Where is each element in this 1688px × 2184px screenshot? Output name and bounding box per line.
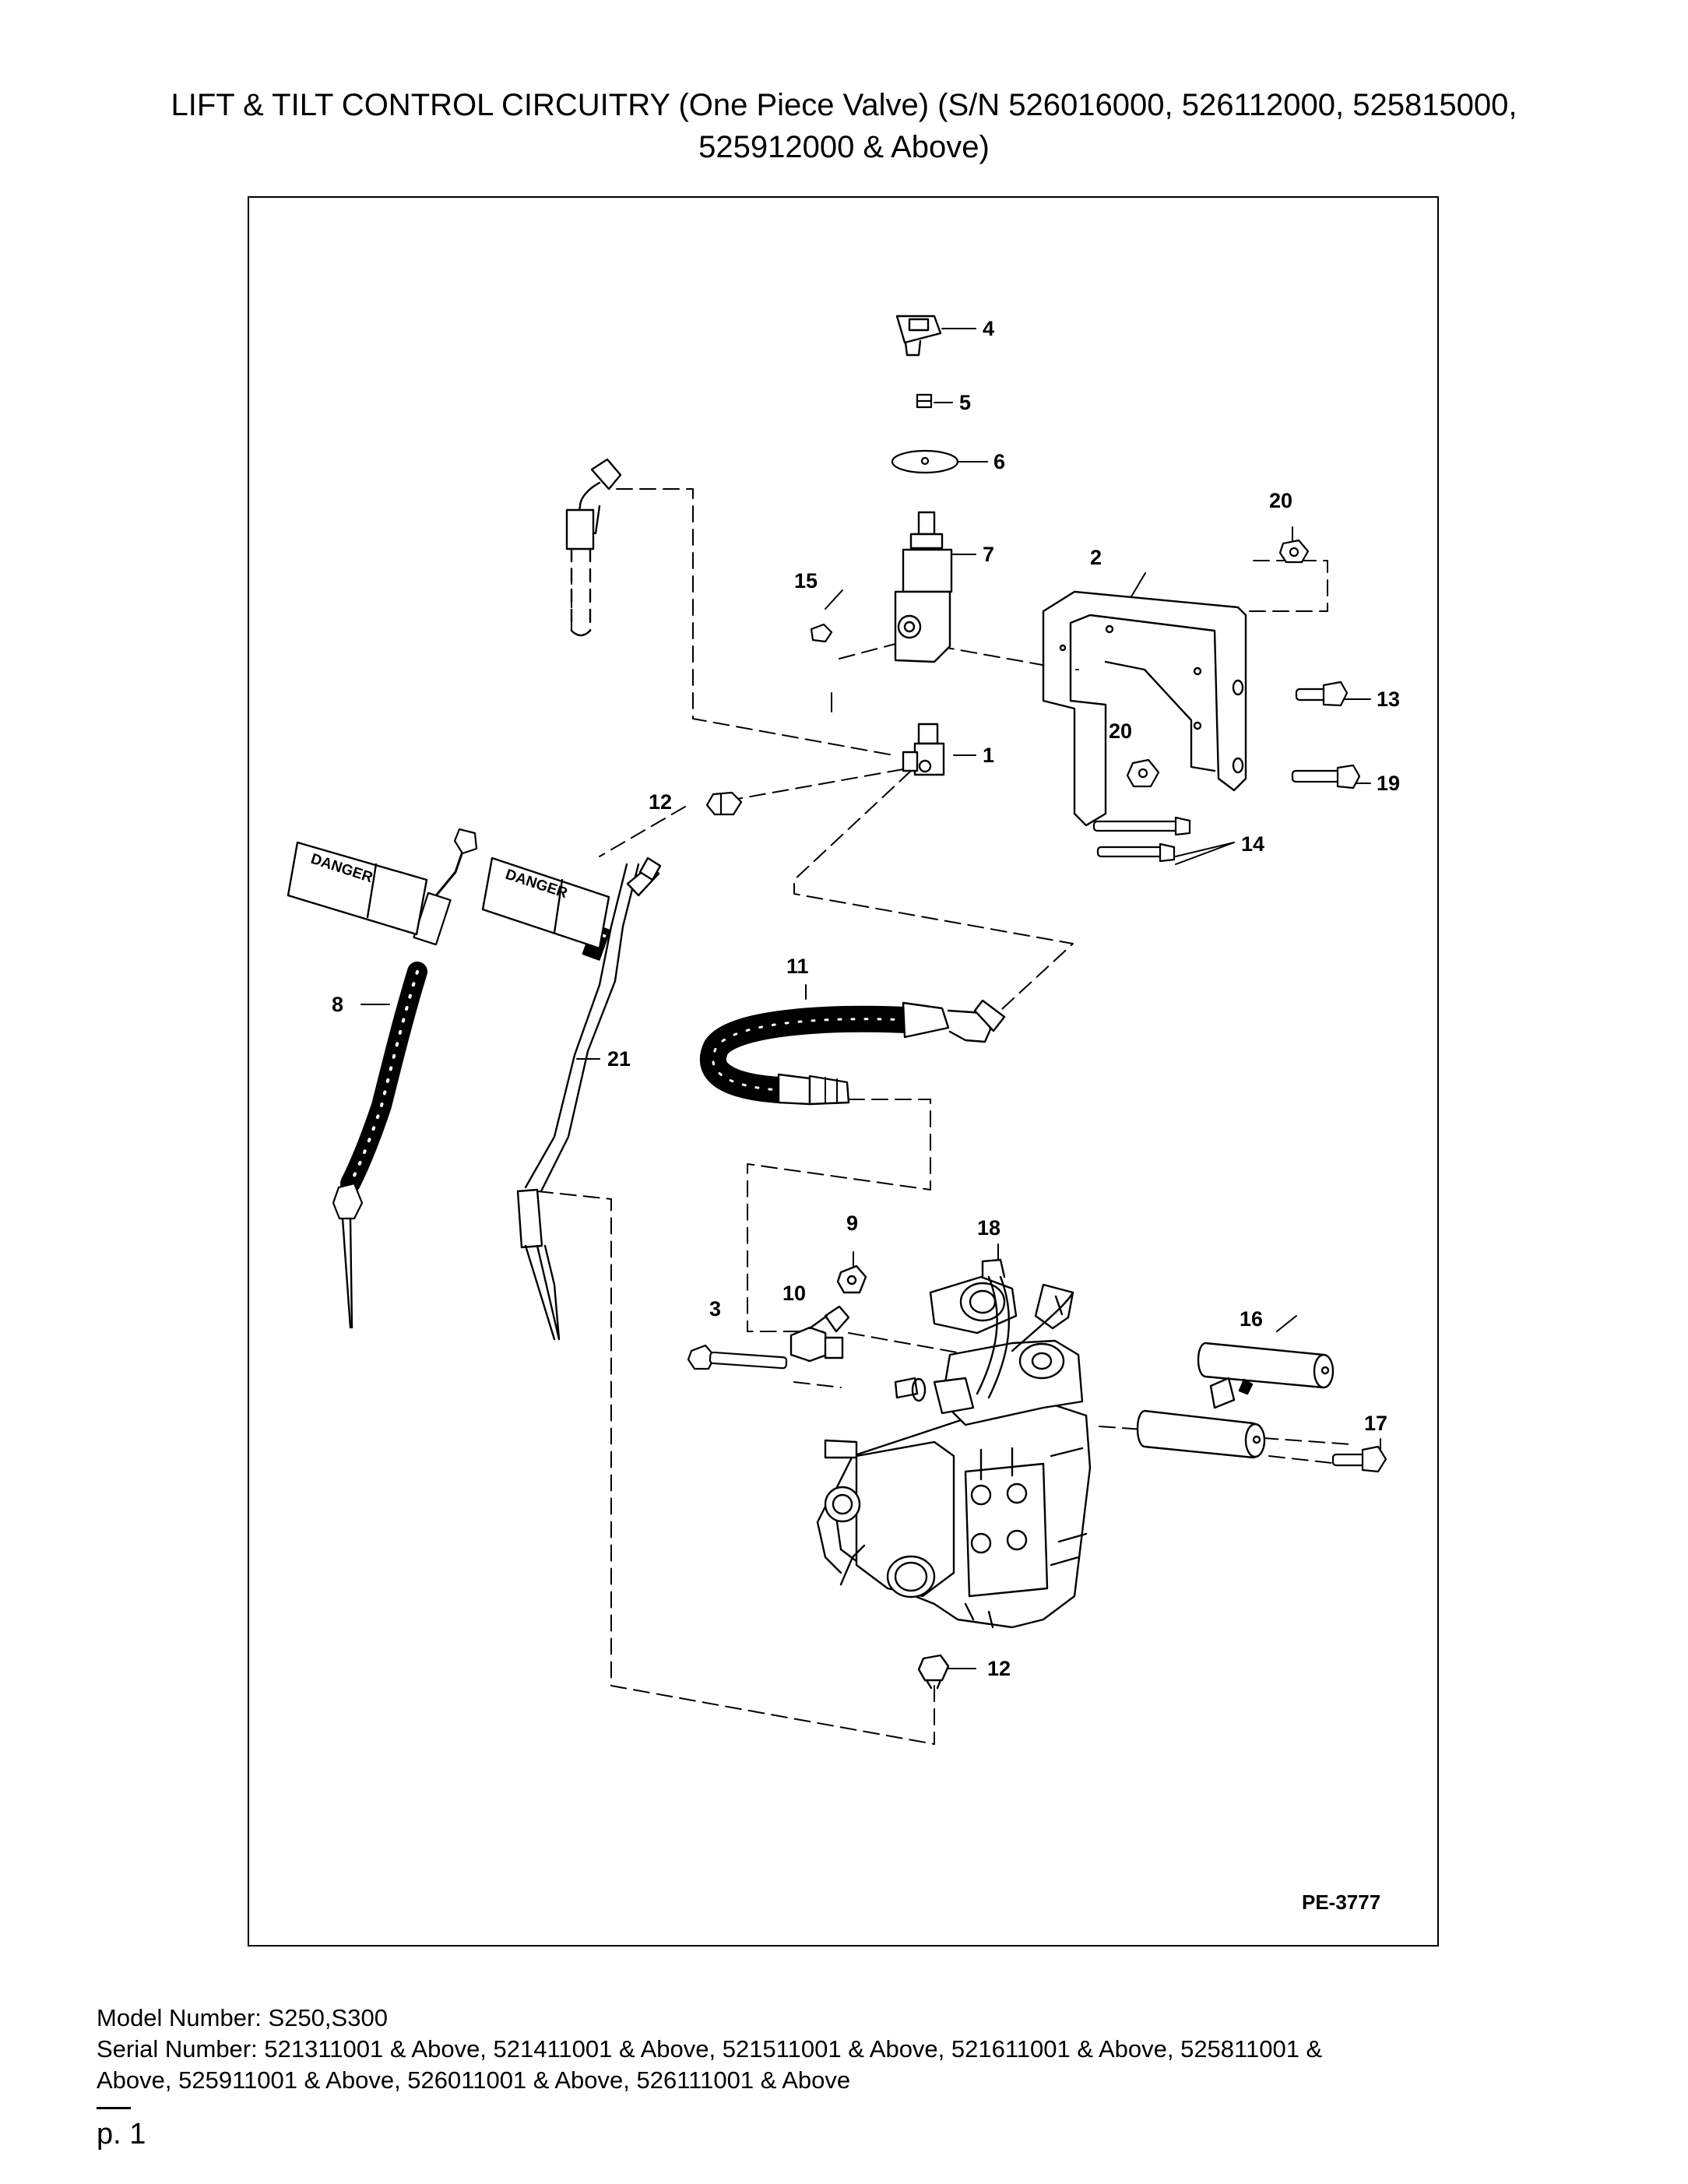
callout-10: 10 xyxy=(782,1282,806,1305)
part-spacers xyxy=(1136,1342,1335,1459)
callout-5: 5 xyxy=(959,391,971,414)
part-relief-valve xyxy=(894,511,953,663)
diagram-frame xyxy=(248,196,1439,1947)
page-number: p. 1 xyxy=(97,2118,146,2151)
drawing-code: PE-3777 xyxy=(1302,1890,1380,1914)
title-line-1: LIFT & TILT CONTROL CIRCUITRY (One Piece… xyxy=(171,88,1517,122)
part-fitting-9 xyxy=(836,1264,867,1294)
part-bolt-17 xyxy=(1331,1445,1387,1473)
part-fitting-lower xyxy=(917,1654,950,1690)
part-bolt-13 xyxy=(1295,681,1349,707)
callout-15: 15 xyxy=(794,569,818,593)
callout-19: 19 xyxy=(1377,772,1400,795)
callout-14: 14 xyxy=(1241,832,1264,856)
callout-2: 2 xyxy=(1090,546,1102,569)
part-knob xyxy=(895,315,942,357)
callout-7: 7 xyxy=(983,543,994,566)
page-divider xyxy=(97,2107,131,2109)
part-control-valve xyxy=(816,1258,1092,1629)
callouts: 4 5 6 7 20 2 15 13 20 1 19 12 14 11 8 21… xyxy=(332,317,1400,1680)
callout-12-upper: 12 xyxy=(649,790,672,814)
danger-tag-8 xyxy=(287,841,428,936)
part-nut-20-lower xyxy=(1126,758,1160,788)
part-nut-20-upper xyxy=(1278,539,1310,564)
callout-13: 13 xyxy=(1377,688,1400,711)
footer: Model Number: S250,S300 Serial Number: 5… xyxy=(97,2003,1638,2096)
callout-16: 16 xyxy=(1240,1307,1263,1331)
callout-11: 11 xyxy=(786,955,809,978)
callout-20-lower: 20 xyxy=(1109,719,1132,743)
callout-18: 18 xyxy=(977,1216,1000,1240)
part-washer-hole xyxy=(920,456,930,466)
part-bolts-14 xyxy=(1092,816,1191,863)
part-bolt-19 xyxy=(1291,764,1361,790)
part-hose-11 xyxy=(699,999,1006,1106)
danger-tag-21 xyxy=(481,856,610,950)
serial-number-line-1: Serial Number: 521311001 & Above, 521411… xyxy=(97,2035,1323,2063)
part-bolt-3 xyxy=(687,1344,788,1370)
part-tee-fitting xyxy=(902,723,945,776)
callout-1: 1 xyxy=(983,744,994,767)
part-small-nut xyxy=(810,623,833,643)
part-fitting-10 xyxy=(789,1305,850,1363)
callout-20-upper: 20 xyxy=(1269,489,1292,512)
part-bracket xyxy=(1042,590,1247,827)
title-line-2: 525912000 & Above) xyxy=(698,130,990,164)
part-washer xyxy=(891,449,959,474)
part-upper-hose xyxy=(565,458,622,637)
callout-8: 8 xyxy=(332,993,343,1016)
callout-17: 17 xyxy=(1364,1412,1387,1435)
callout-21: 21 xyxy=(607,1047,631,1071)
callout-3: 3 xyxy=(709,1297,721,1321)
serial-number-line-2: Above, 525911001 & Above, 526011001 & Ab… xyxy=(97,2066,851,2094)
callout-6: 6 xyxy=(993,450,1005,473)
part-fitting-upper xyxy=(705,791,743,816)
callout-4: 4 xyxy=(983,317,994,340)
callout-9: 9 xyxy=(846,1212,858,1235)
page-title: LIFT & TILT CONTROL CIRCUITRY (One Piece… xyxy=(62,84,1626,168)
callout-12-lower: 12 xyxy=(987,1657,1011,1680)
model-number: Model Number: S250,S300 xyxy=(97,2004,388,2031)
